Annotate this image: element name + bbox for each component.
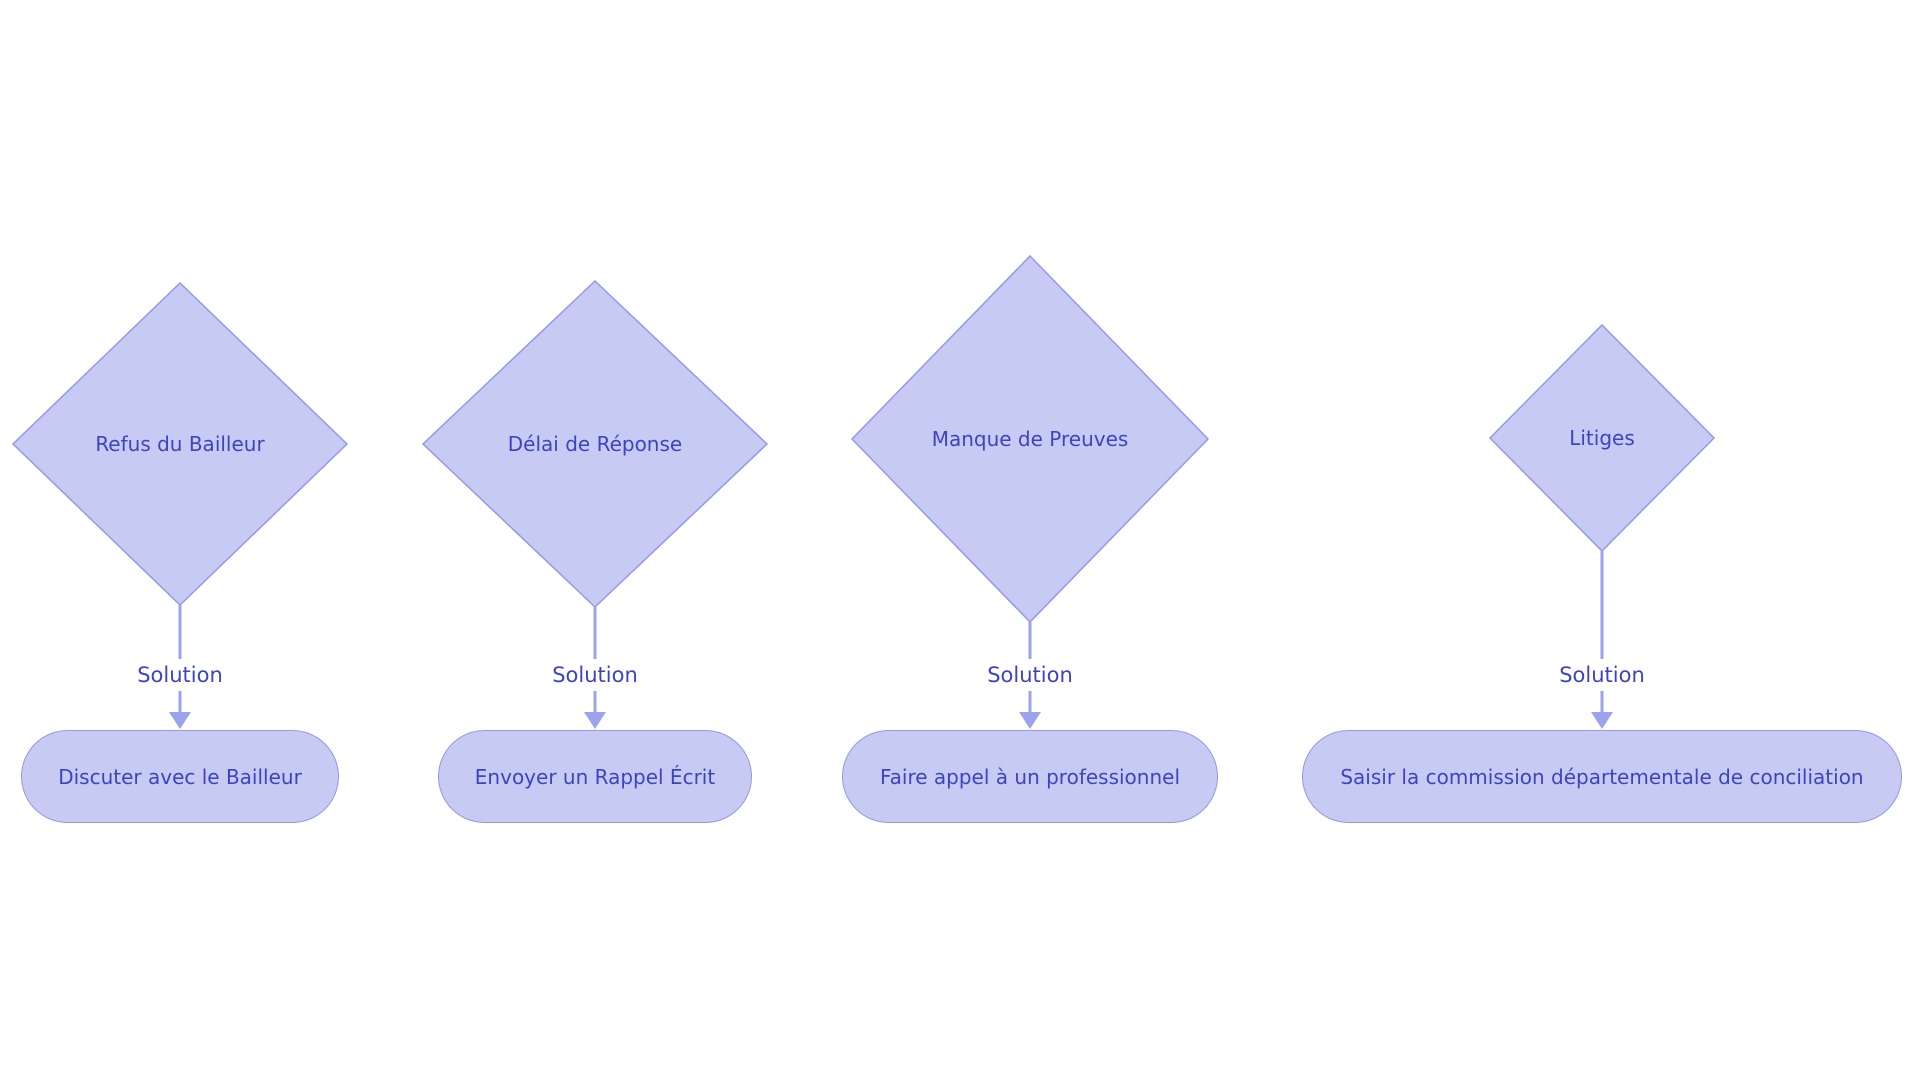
solution-node: Envoyer un Rappel Écrit <box>438 730 752 823</box>
edge-label-solution: Solution <box>1553 659 1651 691</box>
solution-node: Faire appel à un professionnel <box>842 730 1218 823</box>
edge-label-solution: Solution <box>546 659 644 691</box>
edge-label-solution: Solution <box>131 659 229 691</box>
arrowhead-icon <box>169 712 191 729</box>
edge-label-solution: Solution <box>981 659 1079 691</box>
problem-node-label: Refus du Bailleur <box>95 432 265 456</box>
solution-node: Saisir la commission départementale de c… <box>1302 730 1902 823</box>
problem-node-label: Manque de Preuves <box>931 427 1129 451</box>
arrowhead-icon <box>584 712 606 729</box>
arrowhead-icon <box>1591 712 1613 729</box>
problem-node-label: Délai de Réponse <box>507 432 683 456</box>
arrowhead-icon <box>1019 712 1041 729</box>
solution-node: Discuter avec le Bailleur <box>21 730 339 823</box>
problem-node-label: Litiges <box>1569 426 1635 450</box>
